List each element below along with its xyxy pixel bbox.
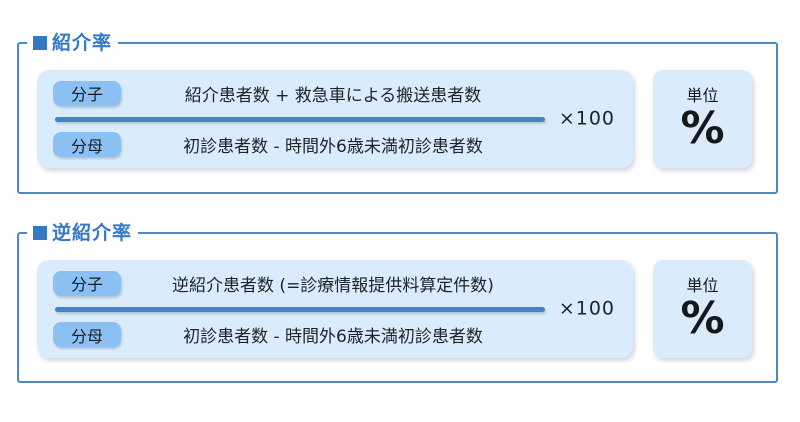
numerator-text: 逆紹介患者数 (=診療情報提供料算定件数) [172, 275, 494, 296]
square-bullet-icon [33, 226, 47, 240]
unit-label: 単位 [686, 85, 719, 105]
formula-panel: 分子 逆紹介患者数 (=診療情報提供料算定件数) 分母 初診患者数 - 時間外6… [37, 260, 633, 358]
denominator-badge: 分母 [53, 132, 121, 158]
numerator-row: 分子 逆紹介患者数 (=診療情報提供料算定件数) [37, 260, 633, 307]
section-title-text: 紹介率 [52, 32, 113, 54]
denominator-row: 分母 初診患者数 - 時間外6歳未満初診患者数 [37, 312, 633, 359]
numerator-row: 分子 紹介患者数 + 救急車による搬送患者数 [37, 70, 633, 117]
section-title-text: 逆紹介率 [52, 222, 133, 244]
reverse-referral-rate-section: 逆紹介率 分子 逆紹介患者数 (=診療情報提供料算定件数) 分母 初診患者数 -… [17, 221, 778, 383]
multiplier-text: ×100 [558, 107, 615, 130]
square-bullet-icon [33, 36, 47, 50]
unit-percent-value: % [680, 292, 725, 344]
unit-percent-value: % [680, 102, 725, 154]
reverse-referral-rate-title: 逆紹介率 [27, 221, 139, 245]
numerator-badge: 分子 [53, 270, 121, 296]
denominator-badge: 分母 [53, 322, 121, 348]
denominator-text: 初診患者数 - 時間外6歳未満初診患者数 [183, 327, 483, 348]
unit-box: 単位 % [653, 260, 752, 358]
numerator-text: 紹介患者数 + 救急車による搬送患者数 [184, 85, 482, 106]
denominator-row: 分母 初診患者数 - 時間外6歳未満初診患者数 [37, 122, 633, 169]
referral-rate-section: 紹介率 分子 紹介患者数 + 救急車による搬送患者数 分母 初診患者数 - 時間… [17, 31, 778, 194]
fraction-bar [55, 116, 545, 122]
referral-rate-title: 紹介率 [27, 31, 119, 55]
unit-box: 単位 % [653, 70, 752, 168]
numerator-badge: 分子 [53, 80, 121, 106]
unit-label: 単位 [686, 275, 719, 295]
denominator-text: 初診患者数 - 時間外6歳未満初診患者数 [183, 137, 483, 158]
formula-panel: 分子 紹介患者数 + 救急車による搬送患者数 分母 初診患者数 - 時間外6歳未… [37, 70, 633, 168]
fraction-bar [55, 306, 545, 312]
multiplier-text: ×100 [558, 297, 615, 320]
